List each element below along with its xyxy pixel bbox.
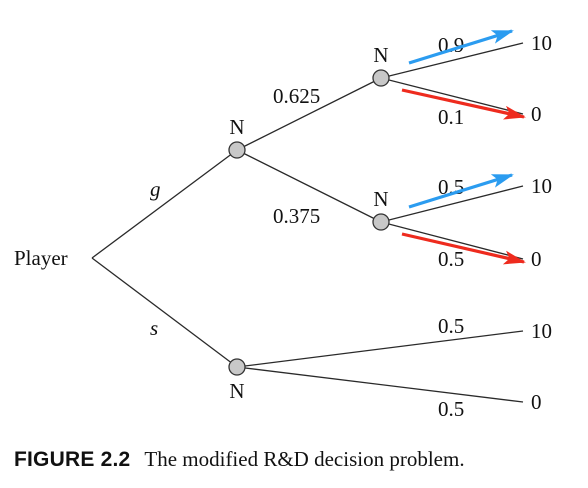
payoff-2: 0: [531, 102, 542, 126]
prob-top-01: 0.1: [438, 105, 464, 129]
arrow-down-mid: [401, 232, 526, 265]
edge-0375: [236, 149, 382, 223]
player-label: Player: [14, 246, 68, 270]
payoff-6: 0: [531, 390, 542, 414]
prob-low-05-up: 0.5: [438, 314, 464, 338]
edge-mid-05-down: [380, 221, 524, 260]
nature-label-mid: N: [373, 187, 388, 211]
nature-label-top: N: [373, 43, 388, 67]
edge-g: [91, 149, 238, 259]
edge-low-05-down: [236, 366, 524, 403]
payoff-4: 0: [531, 247, 542, 271]
edge-low-05-up: [236, 330, 524, 368]
action-s: s: [150, 316, 158, 340]
caption-text: The modified R&D decision problem.: [144, 447, 465, 471]
prob-0625: 0.625: [273, 84, 320, 108]
prob-0375: 0.375: [273, 204, 320, 228]
caption-label: FIGURE 2.2: [14, 448, 131, 471]
figure-caption: FIGURE 2.2 The modified R&D decision prob…: [14, 447, 465, 472]
prob-mid-05-down: 0.5: [438, 247, 464, 271]
nature-node-s: [228, 358, 246, 376]
arrow-up-top: [408, 29, 514, 65]
prob-low-05-down: 0.5: [438, 397, 464, 421]
arrow-up-mid: [408, 173, 514, 209]
edge-0625: [236, 77, 382, 151]
nature-label-s: N: [229, 379, 244, 403]
edge-s: [91, 257, 238, 368]
edge-mid-05-up: [380, 185, 524, 223]
edge-top-09: [380, 42, 524, 79]
payoff-5: 10: [531, 319, 552, 343]
edge-top-01: [380, 77, 524, 115]
nature-label-g: N: [229, 115, 244, 139]
payoff-1: 10: [531, 31, 552, 55]
nature-node-top: [372, 69, 390, 87]
nature-node-mid: [372, 213, 390, 231]
nature-node-g: [228, 141, 246, 159]
arrow-down-top: [401, 88, 526, 120]
payoff-3: 10: [531, 174, 552, 198]
action-g: g: [150, 177, 161, 201]
